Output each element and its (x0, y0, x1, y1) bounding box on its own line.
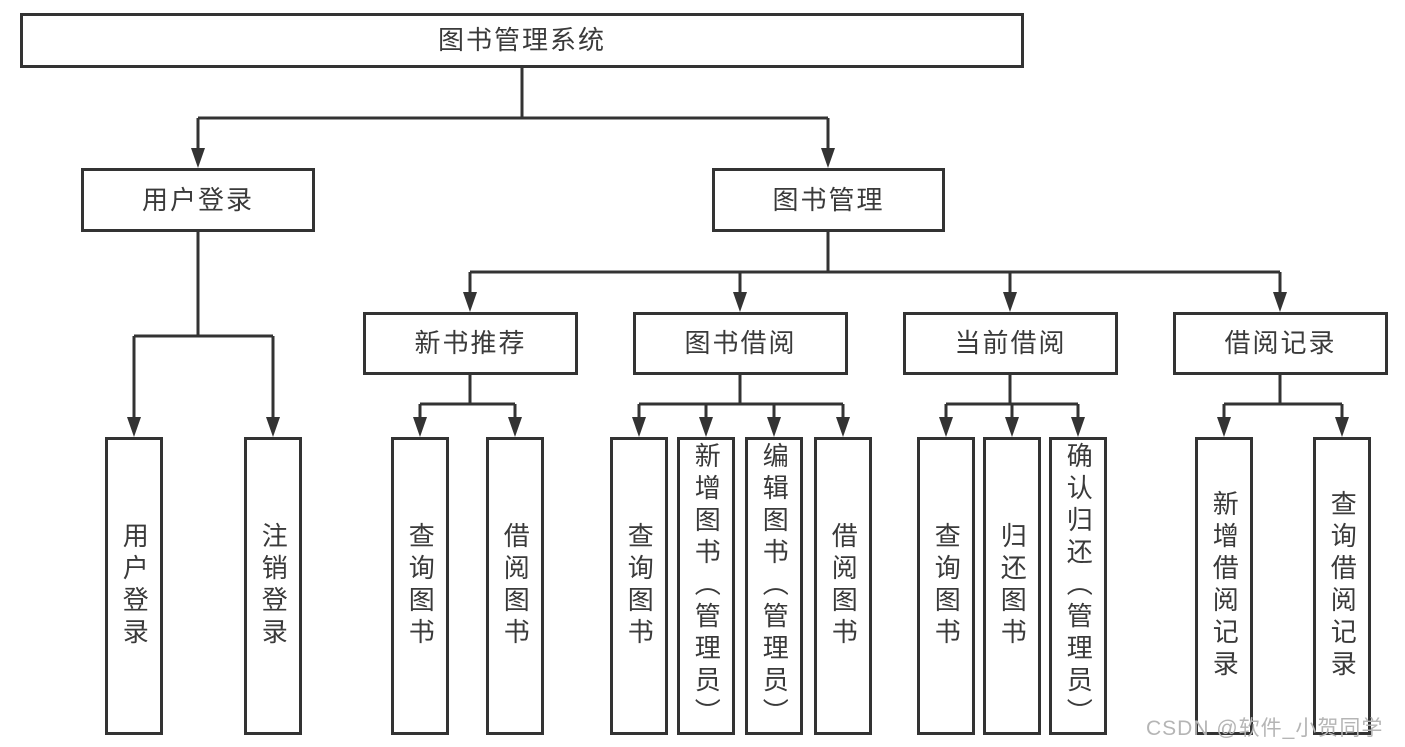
leaf-borrowing-borrow-books: 借阅图书 (814, 437, 872, 735)
leaf-current-query-books: 查询图书 (917, 437, 975, 735)
leaf-current-query-books-label: 查询图书 (931, 522, 962, 650)
leaf-add-borrow-record: 新增借阅记录 (1195, 437, 1253, 735)
leaf-add-borrow-record-label: 新增借阅记录 (1209, 490, 1240, 682)
node-book-management-label: 图书管理 (772, 184, 885, 215)
node-current-borrowing: 当前借阅 (903, 312, 1118, 375)
leaf-recommend-query-books: 查询图书 (391, 437, 449, 735)
node-current-borrowing-label: 当前借阅 (954, 328, 1067, 359)
leaf-recommend-query-books-label: 查询图书 (405, 522, 436, 650)
leaf-borrowing-query-books: 查询图书 (610, 437, 668, 735)
node-system-root: 图书管理系统 (20, 13, 1024, 68)
node-book-management: 图书管理 (712, 168, 945, 232)
leaf-recommend-borrow-books-label: 借阅图书 (500, 522, 531, 650)
node-borrowing-records: 借阅记录 (1173, 312, 1388, 375)
leaf-add-book-admin: 新增图书（管理员） (677, 437, 735, 735)
node-user-login: 用户登录 (81, 168, 315, 232)
leaf-logout: 注销登录 (244, 437, 302, 735)
leaf-borrowing-borrow-books-label: 借阅图书 (828, 522, 859, 650)
leaf-add-book-admin-label: 新增图书（管理员） (691, 442, 722, 730)
leaf-confirm-return-admin-label: 确认归还（管理员） (1063, 442, 1094, 730)
node-new-book-recommend: 新书推荐 (363, 312, 578, 375)
leaf-borrowing-query-books-label: 查询图书 (624, 522, 655, 650)
node-book-borrowing: 图书借阅 (633, 312, 848, 375)
leaf-return-books-label: 归还图书 (997, 522, 1028, 650)
leaf-confirm-return-admin: 确认归还（管理员） (1049, 437, 1107, 735)
arrowhead-group (127, 148, 1349, 437)
leaf-user-login: 用户登录 (105, 437, 163, 735)
leaf-edit-book-admin: 编辑图书（管理员） (745, 437, 803, 735)
node-borrowing-records-label: 借阅记录 (1224, 328, 1337, 359)
leaf-query-borrow-record-label: 查询借阅记录 (1327, 490, 1358, 682)
leaf-recommend-borrow-books: 借阅图书 (486, 437, 544, 735)
node-new-book-recommend-label: 新书推荐 (414, 328, 527, 359)
leaf-query-borrow-record: 查询借阅记录 (1313, 437, 1371, 735)
node-book-borrowing-label: 图书借阅 (684, 328, 797, 359)
leaf-return-books: 归还图书 (983, 437, 1041, 735)
leaf-user-login-label: 用户登录 (119, 522, 150, 650)
leaf-edit-book-admin-label: 编辑图书（管理员） (759, 442, 790, 730)
node-system-root-label: 图书管理系统 (437, 25, 606, 56)
csdn-watermark: CSDN @软件_小贺同学 (1146, 717, 1384, 740)
node-user-login-label: 用户登录 (141, 184, 254, 215)
leaf-logout-label: 注销登录 (258, 522, 289, 650)
